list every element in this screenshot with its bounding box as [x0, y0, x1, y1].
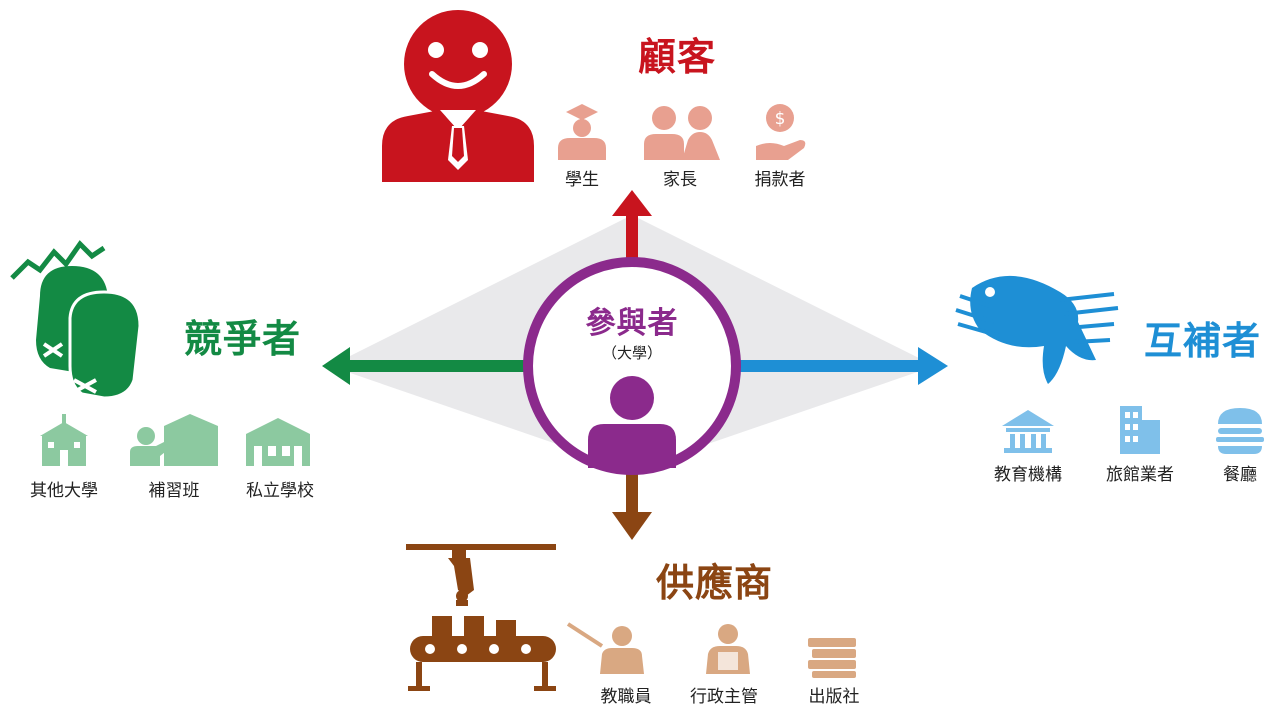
graduate-icon [558, 104, 606, 160]
person-body-icon [588, 424, 676, 468]
donor-icon: $ [756, 104, 806, 160]
arrow-left [322, 347, 530, 385]
competitor-item-university: 其他大學 [30, 481, 98, 501]
books-icon [808, 638, 856, 678]
customer-title: 顧客 [638, 35, 717, 79]
person-head-icon [610, 376, 654, 420]
arrow-up [612, 190, 652, 272]
complementor-item-institution: 教育機構 [994, 465, 1062, 485]
complementor-item-hotel: 旅館業者 [1106, 465, 1174, 485]
boxing-gloves-icon [10, 240, 142, 400]
university-icon [40, 414, 88, 466]
center-title: 參與者 [585, 306, 679, 341]
supplier-title: 供應商 [656, 561, 774, 605]
administrator-icon [706, 624, 750, 674]
private-school-icon [246, 418, 310, 466]
center-subtitle: （大學） [601, 344, 662, 362]
customer-item-parents: 家長 [663, 170, 697, 190]
parents-icon [644, 106, 720, 160]
complementor-title: 互補者 [1144, 319, 1262, 363]
teacher-icon [566, 622, 644, 674]
participant-circle [523, 257, 741, 475]
competitor-item-tutoring: 補習班 [148, 481, 200, 501]
svg-text:$: $ [775, 109, 786, 129]
supplier-item-publisher: 出版社 [808, 687, 860, 707]
supplier-item-teachers: 教職員 [600, 687, 652, 707]
customer-person-icon [382, 10, 534, 182]
hotel-icon [1120, 406, 1160, 454]
fish-icon [955, 275, 1119, 384]
tutoring-icon [130, 414, 218, 466]
factory-robot-icon [406, 544, 556, 691]
complementor-item-restaurant: 餐廳 [1223, 465, 1257, 485]
customer-item-donor: 捐款者 [754, 170, 806, 190]
competitor-item-private-school: 私立學校 [246, 481, 314, 501]
arrow-right [735, 347, 948, 385]
customer-item-student: 學生 [565, 170, 599, 190]
supplier-item-administrators: 行政主管 [690, 687, 758, 707]
competitor-title: 競爭者 [184, 317, 302, 361]
burger-icon [1216, 408, 1264, 454]
institution-icon [1002, 410, 1054, 453]
